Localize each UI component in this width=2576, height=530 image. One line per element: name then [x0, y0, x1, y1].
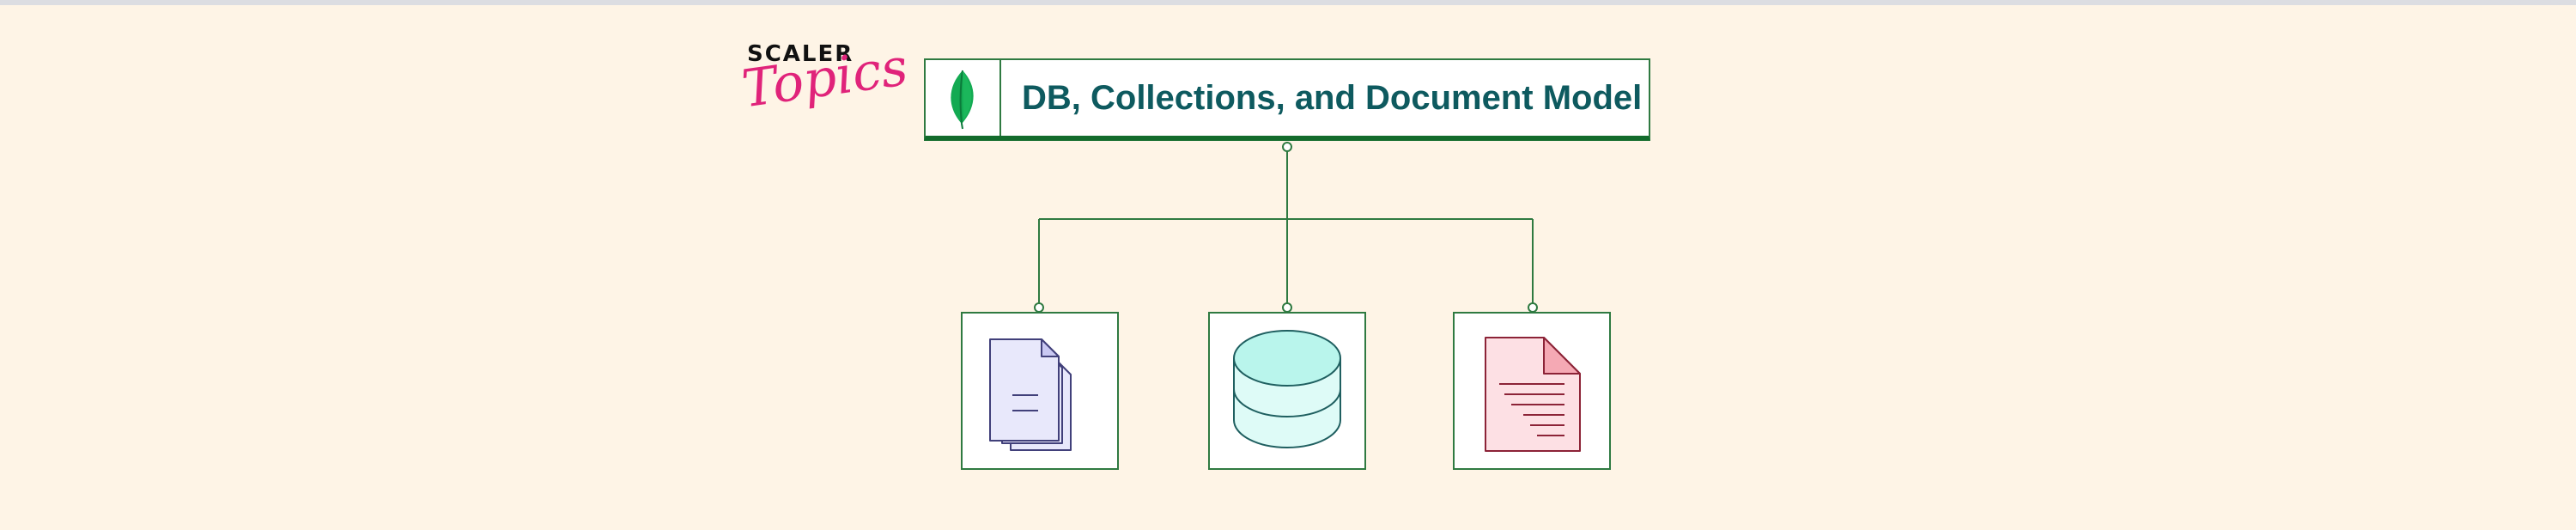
- leaf-cell: [926, 60, 1001, 136]
- documents-node: [961, 312, 1119, 470]
- document-icon: [1485, 337, 1581, 452]
- connector-dot-left: [1034, 302, 1044, 313]
- document-node: [1453, 312, 1611, 470]
- documents-icon: [989, 338, 1072, 451]
- top-strip: [0, 0, 2576, 5]
- connector-dot-center: [1282, 302, 1292, 313]
- database-node: [1208, 312, 1366, 470]
- diagram-title: DB, Collections, and Document Model: [1022, 79, 1643, 117]
- scaler-topics-logo: SCALER Topics: [738, 37, 911, 132]
- mongodb-leaf-icon: [951, 70, 974, 130]
- database-icon: [1233, 330, 1341, 448]
- connector-dot-top: [1282, 142, 1292, 152]
- title-box: DB, Collections, and Document Model: [924, 58, 1650, 141]
- logo-scaler-text: SCALER: [747, 41, 854, 67]
- connector-dot-right: [1528, 302, 1538, 313]
